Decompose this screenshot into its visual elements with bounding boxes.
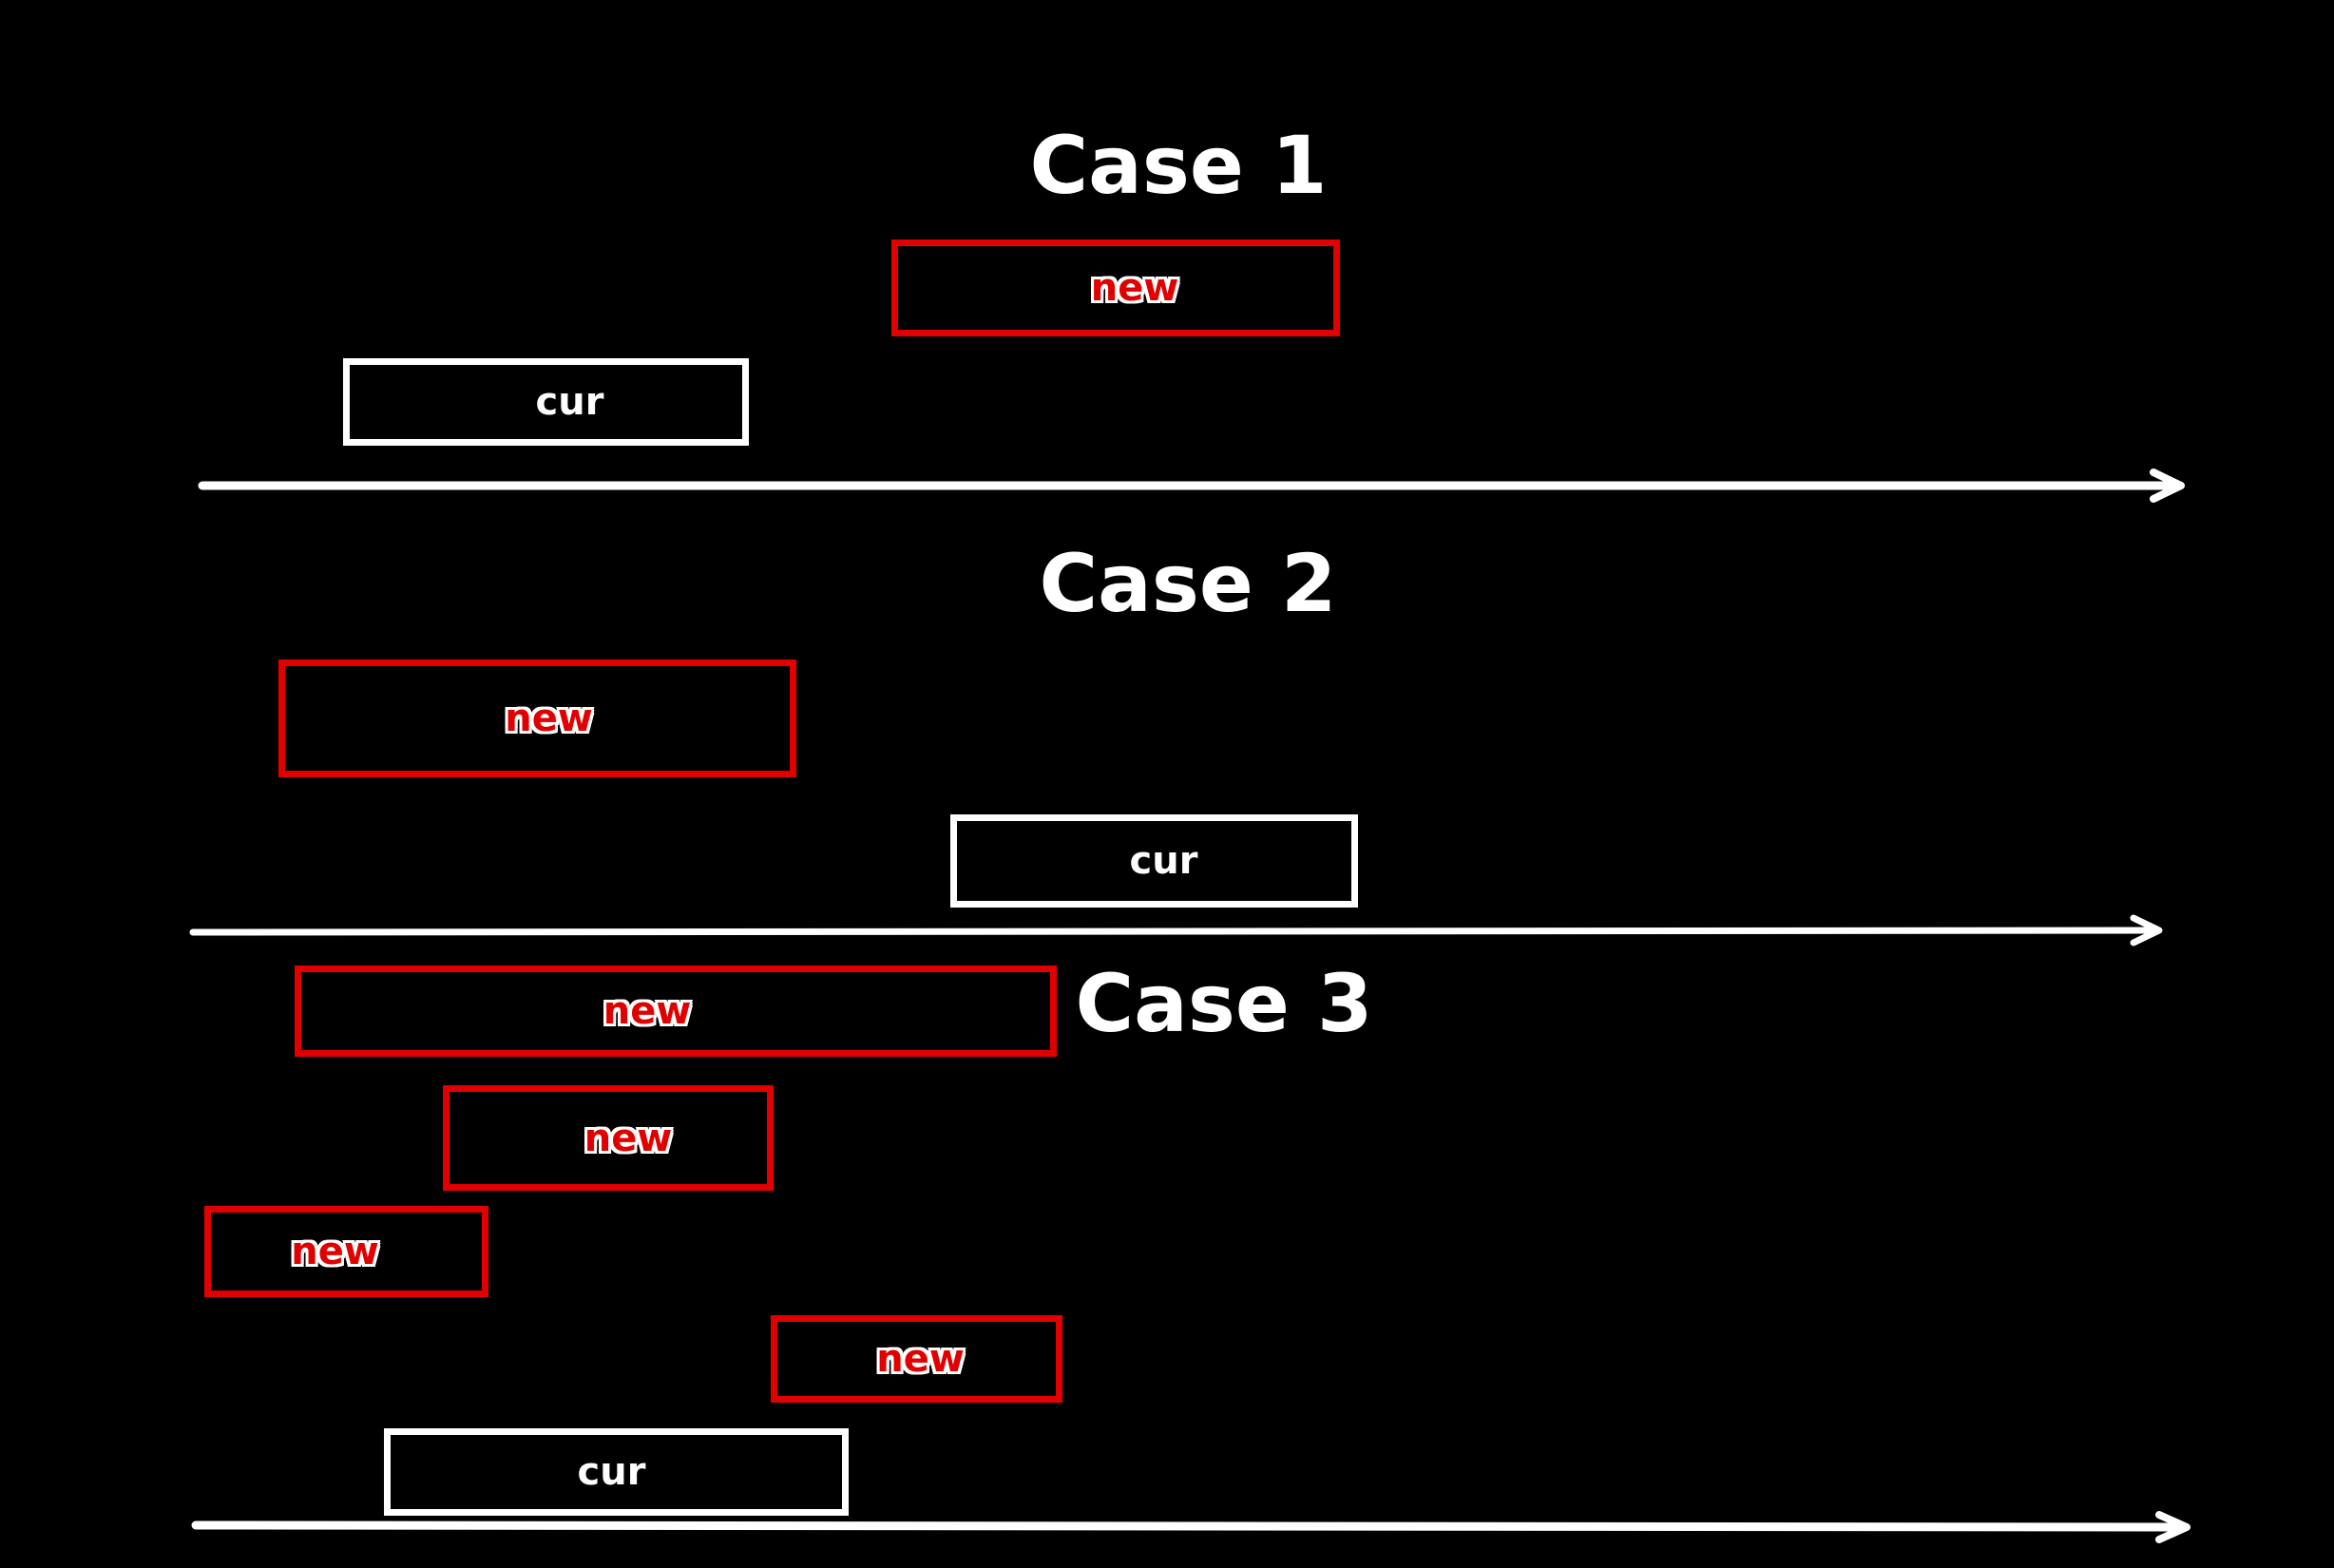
case-2-time-axis <box>189 914 2163 947</box>
case-2-new-interval: new <box>278 660 796 777</box>
case-3-new-label-2: new <box>584 1116 673 1160</box>
case-3-new-interval-4: new <box>771 1315 1062 1403</box>
case-1-cur-label: cur <box>535 380 604 424</box>
case-3-new-label-1: new <box>603 989 692 1033</box>
case-1-new-label: new <box>1090 266 1179 310</box>
case-3-new-interval-1: new <box>295 966 1057 1057</box>
case-2-cur-label: cur <box>1129 839 1198 883</box>
case-3-time-axis <box>191 1511 2191 1543</box>
case-3-new-label-3: new <box>291 1230 379 1273</box>
case-3-new-label-4: new <box>876 1337 965 1381</box>
case-1-cur-interval: cur <box>343 358 749 446</box>
case-3-title: Case 3 <box>1075 957 1373 1050</box>
case-3-new-interval-3: new <box>204 1206 488 1297</box>
case-1-new-interval: new <box>891 239 1340 336</box>
case-1-title: Case 1 <box>1029 119 1328 212</box>
case-1-time-axis <box>198 468 2185 503</box>
case-2-new-label: new <box>505 697 593 740</box>
case-3-new-interval-2: new <box>443 1085 774 1191</box>
case-2-title: Case 2 <box>1039 537 1337 630</box>
case-3-cur-interval: cur <box>384 1428 849 1516</box>
case-2-cur-interval: cur <box>950 814 1358 908</box>
case-3-cur-label: cur <box>577 1450 646 1494</box>
